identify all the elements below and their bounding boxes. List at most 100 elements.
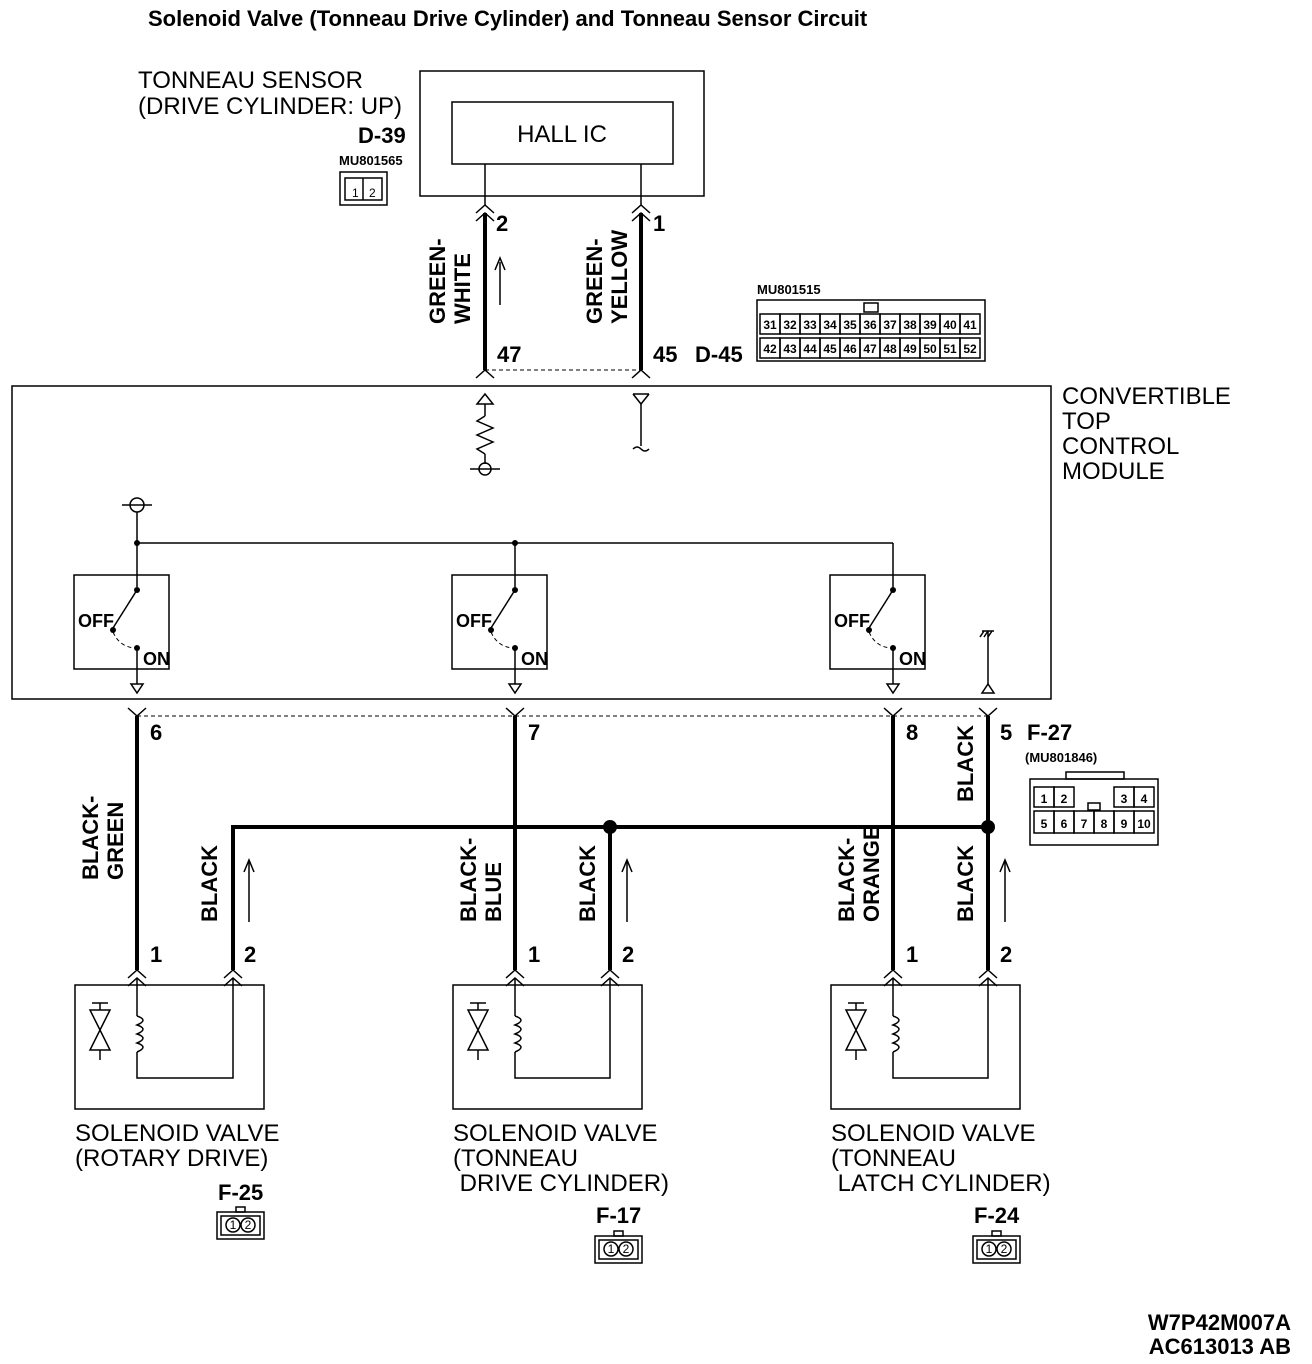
wire-green-white — [475, 203, 495, 370]
sensor-connector-icon: 1 2 — [339, 171, 388, 206]
connector-cell-label: 31 — [763, 318, 777, 332]
solenoid-label: (TONNEAU — [831, 1145, 956, 1172]
solenoid-label: (ROTARY DRIVE) — [75, 1145, 268, 1172]
solenoid-connector-id: F-25 — [218, 1180, 263, 1205]
switch-on-label: ON — [143, 649, 170, 669]
wire-label-green-yellow-2: YELLOW — [607, 230, 632, 324]
wire-label-black-green-1: BLACK- — [78, 796, 103, 880]
connector-cell-label: 45 — [823, 342, 837, 356]
connector-cell-label: 41 — [963, 318, 977, 332]
connector-cell-label: 43 — [783, 342, 797, 356]
wire-label-black: BLACK — [953, 725, 978, 802]
wire-label-black: BLACK — [197, 845, 222, 922]
switch-off-label: OFF — [834, 611, 870, 631]
wire-black-common — [231, 825, 988, 970]
connector-cell-label: 8 — [1101, 817, 1108, 831]
module-pin-47: 47 — [497, 342, 521, 367]
bottom-connector-part-number: (MU801846) — [1025, 750, 1097, 765]
connector-cell-label: 38 — [903, 318, 917, 332]
switch-on-label: ON — [899, 649, 926, 669]
wire-label-black: BLACK — [953, 845, 978, 922]
solenoid-pin-2: 2 — [622, 942, 634, 967]
solenoid-pin-1: 1 — [528, 942, 540, 967]
solenoid-pin-2: 2 — [244, 942, 256, 967]
diagram-title: Solenoid Valve (Tonneau Drive Cylinder) … — [148, 6, 868, 31]
connector-cell-label: 44 — [803, 342, 817, 356]
solenoid-label: SOLENOID VALVE — [75, 1120, 280, 1147]
wire-label-green-yellow-1: GREEN- — [582, 238, 607, 324]
solenoid-label: SOLENOID VALVE — [831, 1120, 1036, 1147]
pin-7: 7 — [528, 720, 540, 745]
pin-8: 8 — [906, 720, 918, 745]
switch-off-label: OFF — [78, 611, 114, 631]
solenoid-tonneau-latch: 1 2 — [830, 942, 1021, 1110]
connector-cell-label: 34 — [823, 318, 837, 332]
connector-cell-label: 32 — [783, 318, 797, 332]
wire-label-black-green-2: GREEN — [103, 802, 128, 880]
connector-cell-label: 5 — [1041, 817, 1048, 831]
sensor-pin-left: 2 — [496, 211, 508, 236]
resistor-icon — [470, 392, 500, 476]
connector-cell — [1053, 786, 1075, 808]
current-arrow-icon — [494, 256, 506, 305]
sensor-connector-id: D-39 — [358, 123, 406, 148]
wire-label-black-orange-2: ORANGE — [859, 825, 884, 922]
connector-cell-label: 37 — [883, 318, 897, 332]
wire-label-black-orange-1: BLACK- — [834, 838, 859, 922]
diagram-code: W7P42M007A — [1148, 1310, 1291, 1335]
connector-pin-label: 1 — [986, 1242, 993, 1256]
wire-label-green-white-2: WHITE — [450, 253, 475, 324]
wire-label-green-white-1: GREEN- — [425, 238, 450, 324]
solenoid-label: (TONNEAU — [453, 1145, 578, 1172]
sensor-pin-right: 1 — [653, 211, 665, 236]
connector-cell-label: 42 — [763, 342, 777, 356]
solenoid-pin-1: 1 — [150, 942, 162, 967]
sensor-outline — [419, 70, 705, 197]
connector-pin-label: 1 — [608, 1242, 615, 1256]
module-label-line2: TOP — [1062, 408, 1111, 435]
connector-cell-label: 1 — [1041, 792, 1048, 806]
solenoid-pin-2: 2 — [1000, 942, 1012, 967]
connector-pin-label: 2 — [245, 1218, 252, 1232]
wire-label-black-blue-2: BLUE — [481, 862, 506, 922]
connector-cell-label: 36 — [863, 318, 877, 332]
connector-cell-label: 48 — [883, 342, 897, 356]
diagram-revision: AC613013 AB — [1149, 1334, 1291, 1359]
module-pin-45: 45 — [653, 342, 677, 367]
module-label-line3: CONTROL — [1062, 433, 1179, 460]
connector-cell-label: 35 — [843, 318, 857, 332]
wire-label-black: BLACK — [575, 845, 600, 922]
sensor-label-line1: TONNEAU SENSOR — [138, 67, 363, 94]
wire-label-black-blue-1: BLACK- — [456, 838, 481, 922]
ground-icon — [979, 630, 996, 694]
power-supply-icon — [122, 497, 152, 543]
solenoid-label: DRIVE CYLINDER) — [453, 1170, 669, 1197]
connector-cell — [959, 313, 981, 335]
switch-tonneau-latch: OFF ON — [829, 574, 926, 695]
current-arrow-icon — [621, 858, 633, 922]
switch-on-label: ON — [521, 649, 548, 669]
control-module-outline — [11, 385, 1052, 700]
wire-green-yellow — [631, 203, 651, 370]
solenoid-label: LATCH CYLINDER) — [831, 1170, 1051, 1197]
connector-pin-label: 2 — [623, 1242, 630, 1256]
input-icon — [632, 393, 650, 452]
solenoid-label: SOLENOID VALVE — [453, 1120, 658, 1147]
module-label-line4: MODULE — [1062, 458, 1165, 485]
connector-cell-label: 50 — [923, 342, 937, 356]
solenoid-connector-id: F-24 — [974, 1203, 1020, 1228]
connector-cell-label: 33 — [803, 318, 817, 332]
hall-ic-box — [451, 101, 674, 165]
solenoid-pin-1: 1 — [906, 942, 918, 967]
module-connector-id: D-45 — [695, 342, 743, 367]
connector-cell — [1133, 786, 1155, 808]
current-arrow-icon — [999, 858, 1011, 922]
sensor-part-number: MU801565 — [339, 153, 403, 168]
connector-cell-label: 3 — [1121, 792, 1128, 806]
bottom-connector-id: F-27 — [1027, 720, 1072, 745]
switch-off-label: OFF — [456, 611, 492, 631]
